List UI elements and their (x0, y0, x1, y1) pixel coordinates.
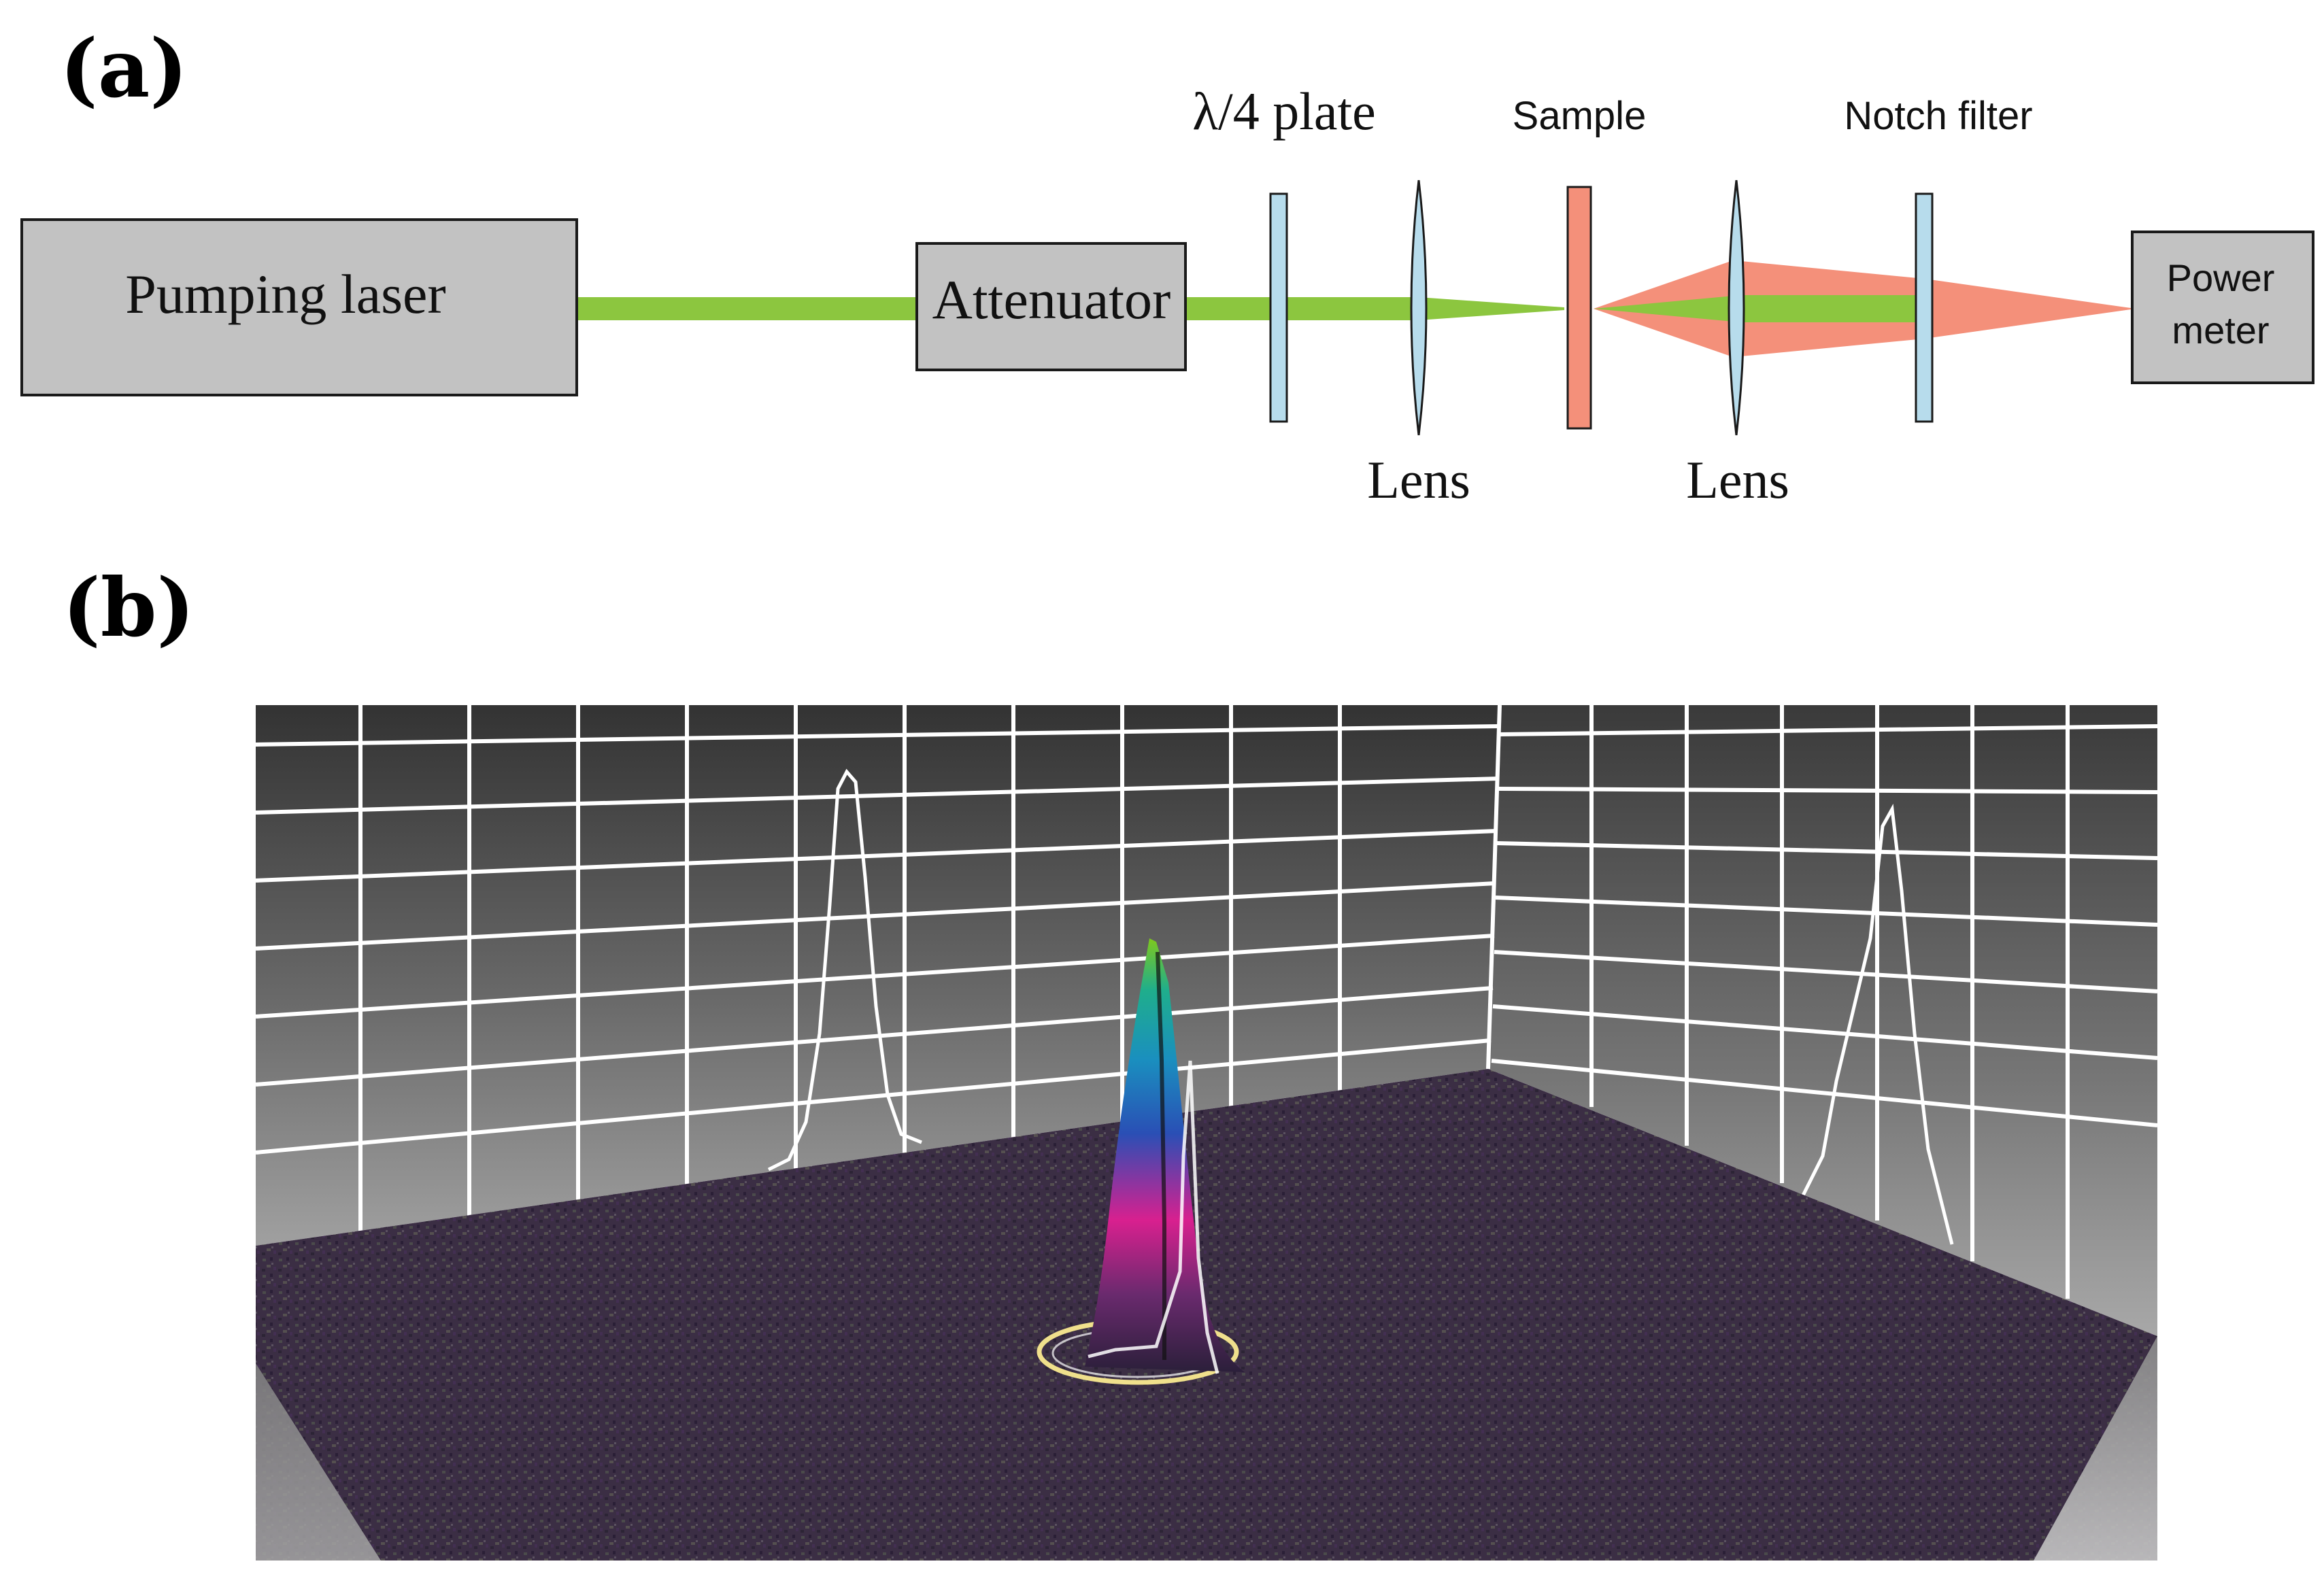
power-meter-box (2131, 231, 2314, 384)
left-wall-profile-curve (767, 768, 922, 1172)
right-wall-grid (1491, 705, 2158, 1299)
back-wall-right (1488, 705, 2157, 1336)
panel-b-label: (b) (63, 560, 195, 655)
panel-a: (a) Pumping laser Attenuator λ/4 plate L… (20, 21, 2314, 509)
pump-beam-segment-1 (578, 297, 917, 320)
lens-1-label: Lens (1367, 450, 1470, 509)
pump-beam-through (1594, 295, 1925, 322)
lens-1 (1410, 180, 1428, 436)
pumping-laser-box (20, 218, 578, 396)
panel-b: (b) (63, 560, 2158, 1561)
panel-a-label: (a) (60, 21, 188, 116)
base-right-face (2034, 1336, 2157, 1561)
pump-beam-segment-2 (1185, 297, 1418, 320)
attenuator-label: Attenuator (932, 269, 1171, 330)
quarter-wave-plate (1269, 192, 1288, 423)
quarter-wave-plate-label: λ/4 plate (1192, 82, 1376, 141)
power-meter-label-line1: Power (2167, 256, 2275, 299)
left-wall-grid (255, 704, 1502, 1231)
base-left-bottom (256, 1246, 381, 1561)
emission-cone-out (1741, 261, 2136, 356)
lens-2-label: Lens (1686, 450, 1789, 509)
attenuator-box (915, 242, 1187, 371)
peak-shadow-line (1156, 951, 1166, 1360)
sample-label: Sample (1513, 94, 1647, 138)
right-wall-profile-curve (1800, 804, 1954, 1245)
pumping-laser-label: Pumping laser (125, 263, 445, 325)
notch-filter-label: Notch filter (1844, 94, 2032, 138)
notch-filter (1915, 192, 1934, 423)
pump-beam-focus (1418, 297, 1564, 320)
power-meter-label-line2: meter (2172, 309, 2269, 352)
lens-2 (1728, 180, 1745, 436)
sample (1566, 186, 1592, 430)
peak-cross-section-curve (1088, 1060, 1219, 1374)
